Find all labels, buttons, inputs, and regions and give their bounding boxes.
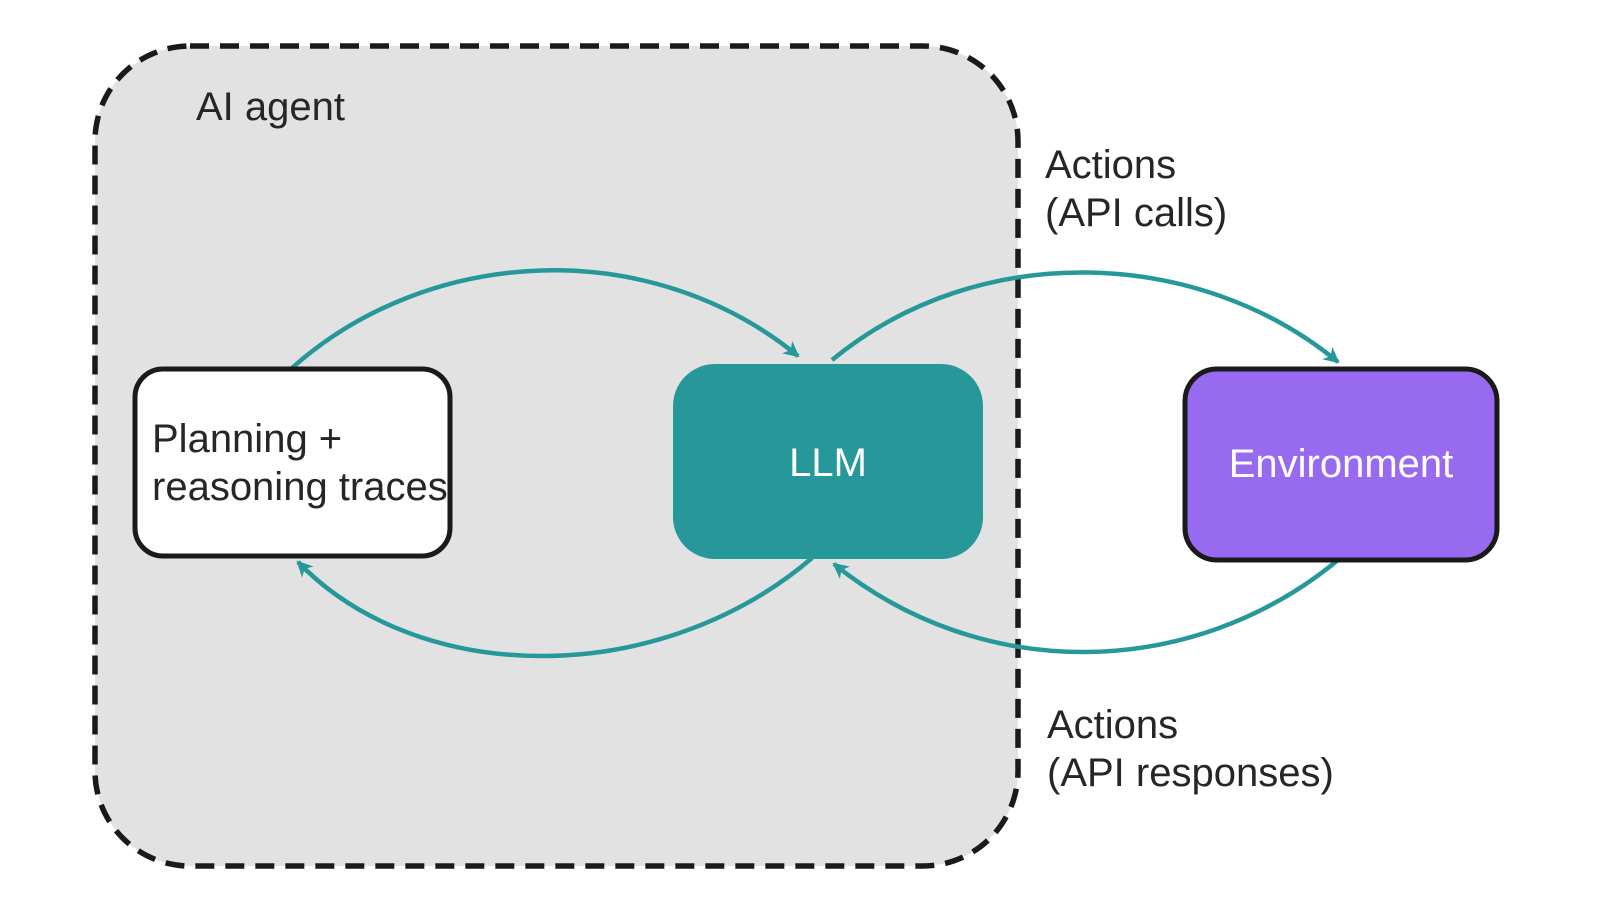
edge-planning-to-llm: [290, 268, 800, 370]
actions-api-responses-label-line2: (API responses): [1047, 751, 1334, 795]
edge-llm-to-planning: [296, 556, 814, 659]
planning-node-label-line2: reasoning traces: [152, 465, 448, 509]
edge-environment-to-llm: [832, 558, 1340, 655]
planning-node-label-line1: Planning +: [152, 417, 342, 461]
edge-llm-to-environment: [830, 270, 1340, 364]
environment-node: [1182, 366, 1500, 563]
actions-api-calls-label-line1: Actions: [1045, 143, 1176, 187]
llm-node-label: LLM: [789, 441, 867, 485]
environment-node-label: Environment: [1229, 442, 1454, 486]
actions-api-responses-label-line1: Actions: [1047, 703, 1178, 747]
actions-api-calls-label-line2: (API calls): [1045, 191, 1227, 235]
ai-agent-label: AI agent: [196, 85, 345, 129]
ai-agent-container: [92, 43, 1021, 869]
planning-node: [132, 366, 453, 559]
llm-node: [673, 364, 983, 559]
